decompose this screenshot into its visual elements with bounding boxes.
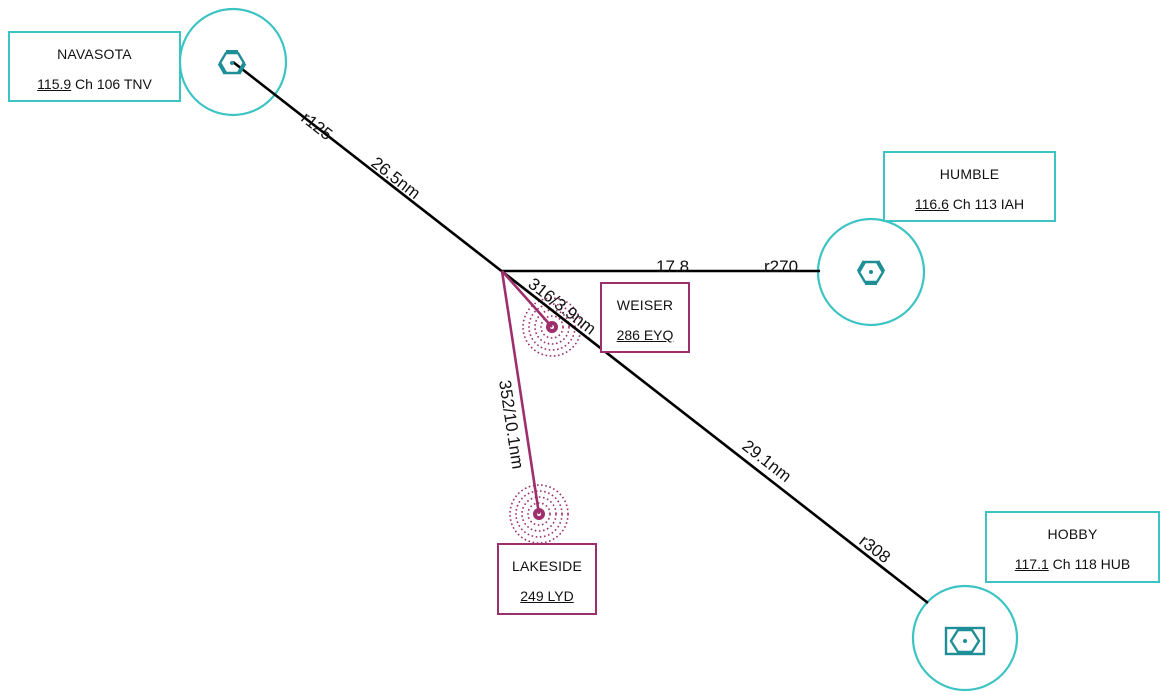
hobby-vor-icon — [944, 626, 986, 656]
lakeside-bearing-line — [500, 270, 541, 515]
lakeside-ndb-symbol — [509, 484, 569, 544]
station-channel-ident: Ch 106 TNV — [71, 76, 152, 92]
station-frequency-line: 115.9 Ch 106 TNV — [10, 76, 179, 92]
station-channel-ident: Ch 113 IAH — [948, 196, 1025, 212]
station-name: LAKESIDE — [511, 558, 583, 574]
humble-info-box: HUMBLE 116.6 Ch 113 IAH — [883, 151, 1056, 222]
weiser-bearing-line — [501, 270, 553, 328]
navasota-vor-icon — [217, 50, 247, 75]
lakeside-info-box: LAKESIDE 249 LYD — [497, 543, 597, 615]
humble-distance-label: 17.8 — [656, 257, 689, 276]
weiser-info-box: WEISER 286 EYQ — [600, 282, 690, 353]
station-frequency: 115.9 — [37, 76, 72, 92]
station-frequency: 117.1 — [1014, 556, 1049, 572]
station-name: WEISER — [616, 297, 674, 313]
station-name: HUMBLE — [939, 166, 1000, 182]
humble-radial-label: r270 — [764, 257, 798, 276]
hobby-vor-ring — [911, 584, 1019, 692]
lakeside-bearing-label: 352/10.1nm — [495, 379, 527, 471]
station-frequency: 116.6 — [914, 196, 949, 212]
station-name: HOBBY — [1047, 526, 1098, 542]
station-channel-ident: Ch 118 HUB — [1048, 556, 1131, 572]
humble-vor-icon — [856, 260, 886, 285]
navasota-hobby-radial-line — [232, 60, 929, 605]
navasota-info-box: NAVASOTA 115.9 Ch 106 TNV — [8, 31, 181, 102]
navasota-distance-label: 26.5nm — [368, 153, 424, 203]
station-frequency: 249 LYD — [520, 588, 574, 604]
hobby-info-box: HOBBY 117.1 Ch 118 HUB — [985, 511, 1160, 583]
station-frequency: 286 EYQ — [616, 327, 674, 343]
station-frequency-line: 116.6 Ch 113 IAH — [885, 196, 1054, 212]
station-frequency-line: 117.1 Ch 118 HUB — [987, 556, 1158, 572]
station-name: NAVASOTA — [57, 46, 132, 62]
